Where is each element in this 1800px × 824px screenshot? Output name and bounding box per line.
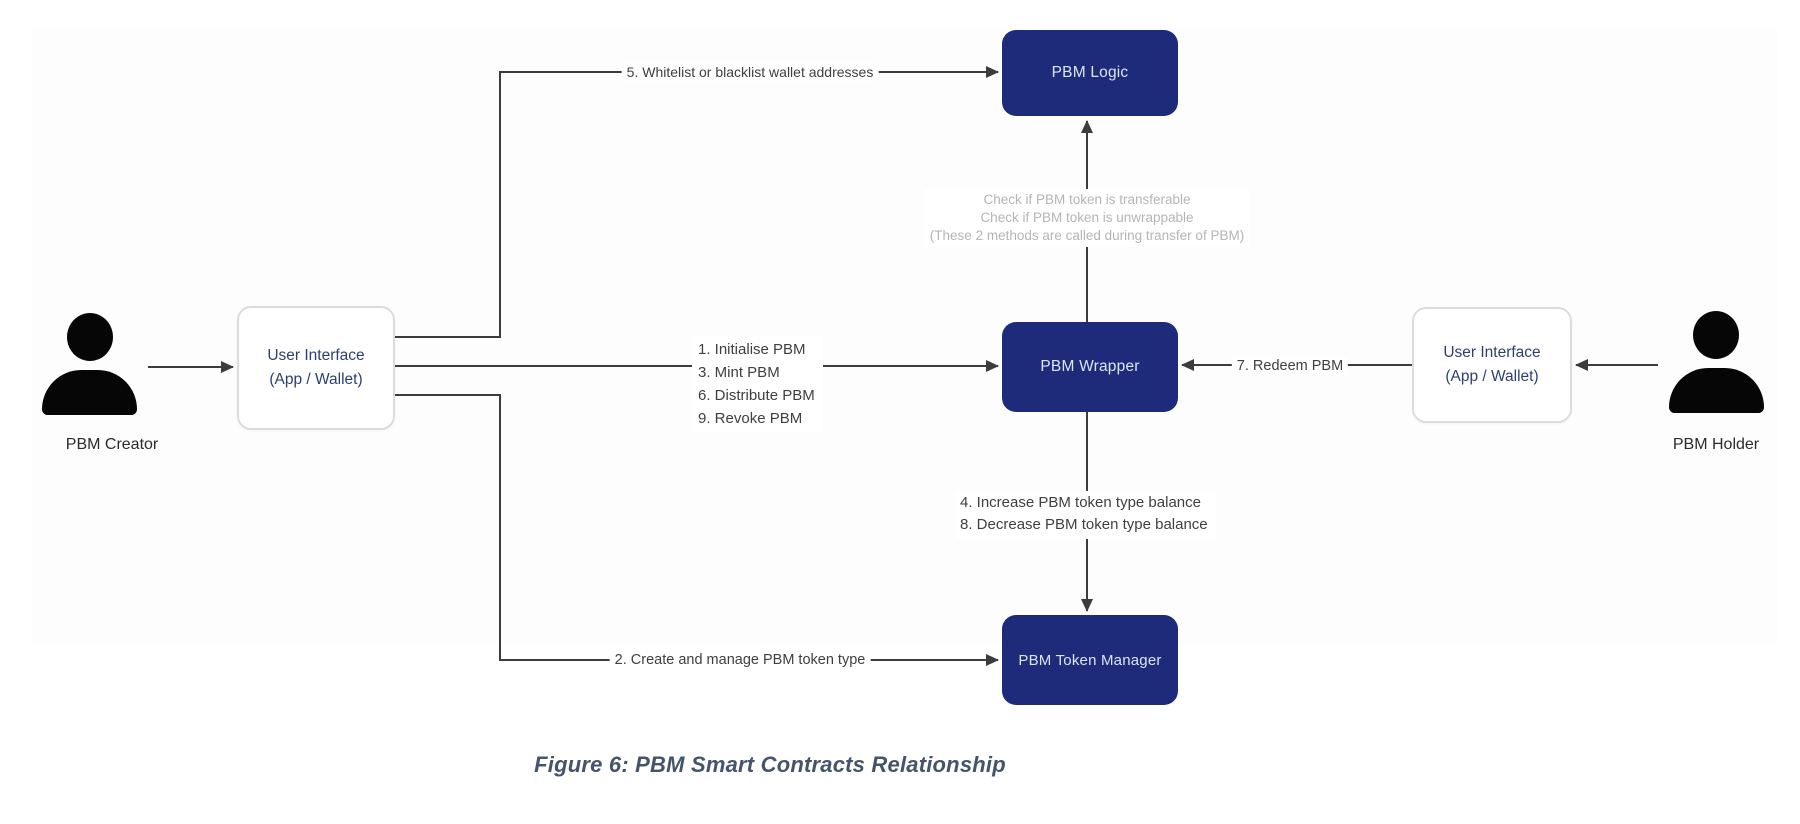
node-label-line: User Interface [1443, 343, 1541, 361]
edge-label-line: 6. Distribute PBM [698, 387, 815, 404]
figure-caption: Figure 6: PBM Smart Contracts Relationsh… [534, 752, 1006, 777]
person-head-icon [1693, 311, 1739, 359]
node-pbm-logic: PBM Logic [1002, 30, 1178, 116]
edge-label-logic-checks: Check if PBM token is transferable Check… [923, 189, 1251, 247]
edge-label-line: 3. Mint PBM [698, 364, 780, 381]
pbm-holder-label: PBM Holder [1672, 436, 1760, 453]
node-label: PBM Token Manager [1018, 651, 1162, 669]
hint-line: Check if PBM token is transferable [983, 192, 1191, 207]
edge-label-create-manage: 2. Create and manage PBM token type [609, 651, 871, 669]
node-label-line: (App / Wallet) [269, 371, 363, 388]
node-label-line: User Interface [267, 346, 365, 364]
edge-label-line: 1. Initialise PBM [698, 341, 806, 358]
pbm-holder-person-icon [1668, 311, 1764, 413]
node-pbm-wrapper: PBM Wrapper [1002, 322, 1178, 412]
hint-line: (These 2 methods are called during trans… [929, 228, 1245, 243]
edge-label-line: 8. Decrease PBM token type balance [960, 516, 1208, 533]
edge-label-line: 4. Increase PBM token type balance [960, 494, 1201, 511]
person-body-icon [42, 370, 137, 415]
edge-label-whitelist: 5. Whitelist or blacklist wallet address… [621, 63, 879, 81]
edge-create-manage [395, 394, 999, 666]
node-user-interface-left: User Interface (App / Wallet) [237, 306, 395, 430]
person-body-icon [1668, 368, 1764, 413]
node-user-interface-right: User Interface (App / Wallet) [1412, 307, 1572, 423]
pbm-creator-label: PBM Creator [65, 436, 159, 453]
edge-label-balance: 4. Increase PBM token type balance 8. De… [956, 491, 1216, 539]
node-label: PBM Wrapper [1040, 358, 1140, 375]
edge-label-line: 9. Revoke PBM [698, 410, 803, 427]
edge-label-redeem: 7. Redeem PBM [1231, 357, 1349, 375]
person-head-icon [66, 313, 113, 361]
node-label-line: (App / Wallet) [1445, 368, 1539, 385]
pbm-creator-person-icon [42, 313, 137, 415]
edge-label-wrapper-operations: 1. Initialise PBM 3. Mint PBM 6. Distrib… [692, 336, 823, 432]
hint-line: Check if PBM token is unwrappable [980, 210, 1194, 225]
edge-whitelist [395, 66, 999, 338]
node-pbm-token-manager: PBM Token Manager [1002, 615, 1178, 705]
node-label: PBM Logic [1051, 64, 1129, 81]
